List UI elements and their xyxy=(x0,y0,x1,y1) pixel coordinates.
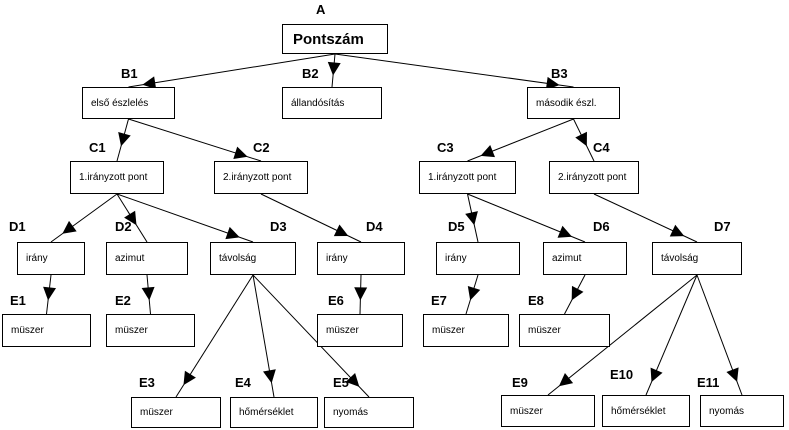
label-E6: E6 xyxy=(328,293,344,308)
node-E4: hőmérséklet xyxy=(230,397,318,428)
label-D6: D6 xyxy=(593,219,610,234)
arrowhead-C2-D4 xyxy=(333,224,349,237)
arrowhead-D3-E3 xyxy=(183,370,196,386)
arrowhead-C4-D7 xyxy=(669,224,685,237)
node-D4: irány xyxy=(317,242,405,275)
arrowhead-A-B1 xyxy=(142,76,157,90)
node-E6: müszer xyxy=(317,314,403,347)
label-D1: D1 xyxy=(9,219,26,234)
label-C4: C4 xyxy=(593,140,610,155)
arrowhead-D3-E4 xyxy=(263,369,276,384)
node-E10: hőmérséklet xyxy=(602,395,690,427)
label-E1: E1 xyxy=(10,293,26,308)
node-E11: nyomás xyxy=(700,395,784,427)
node-E3: müszer xyxy=(131,397,221,428)
label-D5: D5 xyxy=(448,219,465,234)
label-D2: D2 xyxy=(115,219,132,234)
label-B3: B3 xyxy=(551,66,568,81)
node-E9: müszer xyxy=(501,395,595,427)
node-B3: második észl. xyxy=(527,87,620,119)
node-E1: müszer xyxy=(2,314,91,347)
node-D1: irány xyxy=(17,242,85,275)
arrowhead-A-B3 xyxy=(545,76,560,90)
arrowhead-D5-E7 xyxy=(467,286,481,301)
arrowhead-D3-E5 xyxy=(345,372,360,387)
arrowhead-A-B2 xyxy=(327,61,341,76)
edge-D7-E9 xyxy=(547,274,698,396)
node-C3: 1.irányzott pont xyxy=(419,161,516,194)
node-E2: müszer xyxy=(106,314,195,347)
arrowhead-B3-C4 xyxy=(575,131,587,147)
label-E2: E2 xyxy=(115,293,131,308)
arrowhead-C1-D1 xyxy=(62,220,77,234)
arrowhead-D2-E2 xyxy=(141,286,155,301)
node-E7: müszer xyxy=(423,314,509,347)
label-C2: C2 xyxy=(253,140,270,155)
arrowhead-B1-C1 xyxy=(118,132,131,147)
label-E5: E5 xyxy=(333,375,349,390)
node-D5: irány xyxy=(436,242,520,275)
arrowhead-C1-D2 xyxy=(124,210,137,226)
node-E5: nyomás xyxy=(324,397,414,428)
arrowhead-D1-E1 xyxy=(43,286,57,301)
label-E9: E9 xyxy=(512,375,528,390)
label-E8: E8 xyxy=(528,293,544,308)
node-E8: müszer xyxy=(519,314,610,347)
edge-C1-D1 xyxy=(50,193,118,243)
edge-A-B3 xyxy=(334,53,574,88)
label-E10: E10 xyxy=(610,367,634,382)
arrowhead-C3-D6 xyxy=(557,225,573,238)
node-C4: 2.irányzott pont xyxy=(549,161,639,194)
arrowhead-B3-C3 xyxy=(480,145,495,158)
node-D2: azimut xyxy=(106,242,188,275)
node-B2: állandósítás xyxy=(282,87,382,119)
arrowhead-C1-D3 xyxy=(225,226,240,240)
label-E11: E11 xyxy=(697,375,720,390)
arrowhead-C3-D5 xyxy=(465,211,478,226)
label-E7: E7 xyxy=(431,293,447,308)
label-D7: D7 xyxy=(714,219,731,234)
node-A: Pontszám xyxy=(282,24,388,54)
arrowhead-D4-E6 xyxy=(354,287,368,301)
arrowhead-D7-E11 xyxy=(726,367,739,382)
label-C1: C1 xyxy=(89,140,106,155)
node-D3: távolság xyxy=(210,242,296,275)
node-D7: távolság xyxy=(652,242,742,275)
label-E3: E3 xyxy=(139,375,155,390)
edge-A-B1 xyxy=(128,53,336,88)
node-C1: 1.irányzott pont xyxy=(70,161,164,194)
label-B2: B2 xyxy=(302,66,319,81)
label-C3: C3 xyxy=(437,140,454,155)
node-B1: első észlelés xyxy=(82,87,175,119)
node-D6: azimut xyxy=(543,242,627,275)
arrowhead-D7-E9 xyxy=(558,373,574,387)
arrowhead-D6-E8 xyxy=(571,285,584,301)
label-A: A xyxy=(316,2,326,17)
label-D4: D4 xyxy=(366,219,383,234)
label-E4: E4 xyxy=(235,375,251,390)
node-C2: 2.irányzott pont xyxy=(214,161,308,194)
edge-D3-E5 xyxy=(252,274,370,398)
label-B1: B1 xyxy=(121,66,138,81)
arrowhead-D7-E10 xyxy=(650,367,663,383)
label-D3: D3 xyxy=(270,219,287,234)
arrowhead-B1-C2 xyxy=(233,146,248,160)
